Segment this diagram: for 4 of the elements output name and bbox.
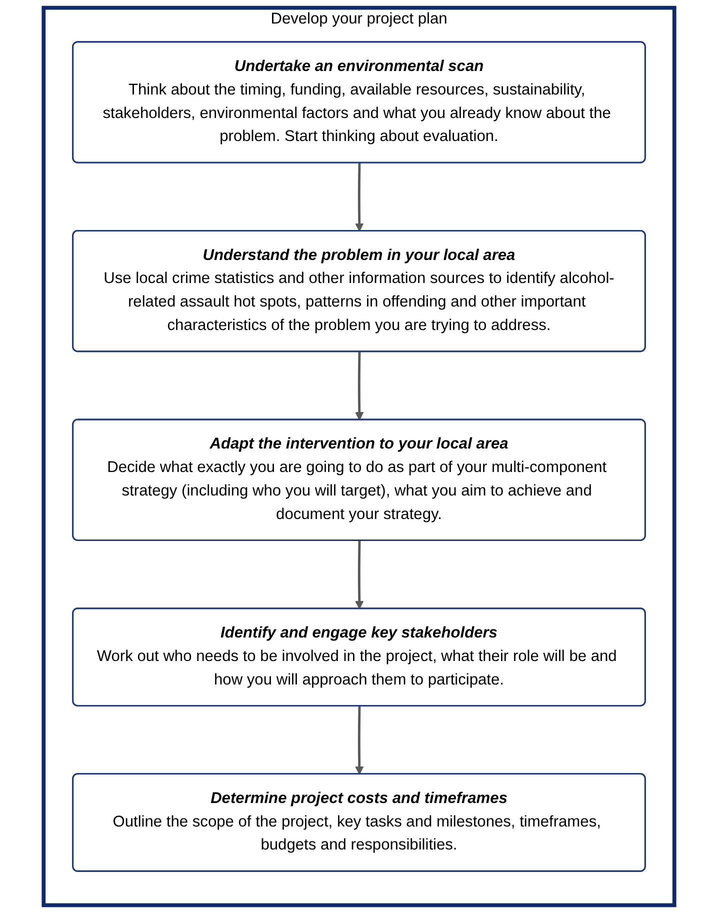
arrow (355, 163, 364, 232)
arrow (355, 706, 364, 775)
arrow (355, 540, 364, 610)
arrow (355, 352, 364, 420)
